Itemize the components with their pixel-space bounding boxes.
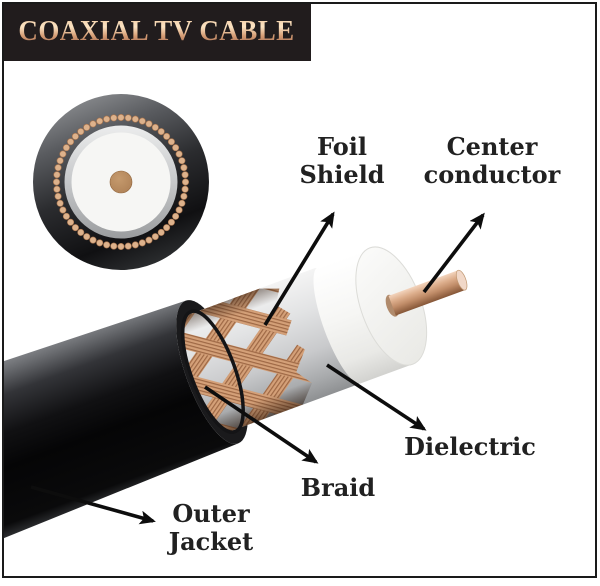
- center-conductor-arrow: [422, 212, 485, 294]
- center-conductor-tip: [455, 269, 468, 291]
- cross-section-braid-dots: [53, 114, 189, 250]
- label-foil-shield: Foil Shield: [299, 132, 385, 189]
- page-title: COAXIAL TV CABLE: [18, 15, 295, 47]
- label-outer-jacket: Outer Jacket: [168, 499, 254, 556]
- center-conductor-body: [388, 270, 467, 316]
- dielectric-arrow: [326, 363, 427, 431]
- braid-arrow: [203, 385, 319, 464]
- jacket-opening-rim: [180, 309, 245, 434]
- label-braid: Braid: [300, 473, 376, 502]
- title-banner: COAXIAL TV CABLE: [2, 2, 311, 61]
- pointer-arrows: [30, 211, 485, 525]
- foil-shield-arrow: [263, 211, 335, 326]
- cable-cross-section: [33, 94, 209, 270]
- outer-jacket-arrow: [30, 485, 156, 525]
- cross-section-center-conductor: [109, 170, 133, 194]
- label-dielectric: Dielectric: [404, 432, 536, 461]
- label-center-conductor: Center conductor: [423, 132, 561, 189]
